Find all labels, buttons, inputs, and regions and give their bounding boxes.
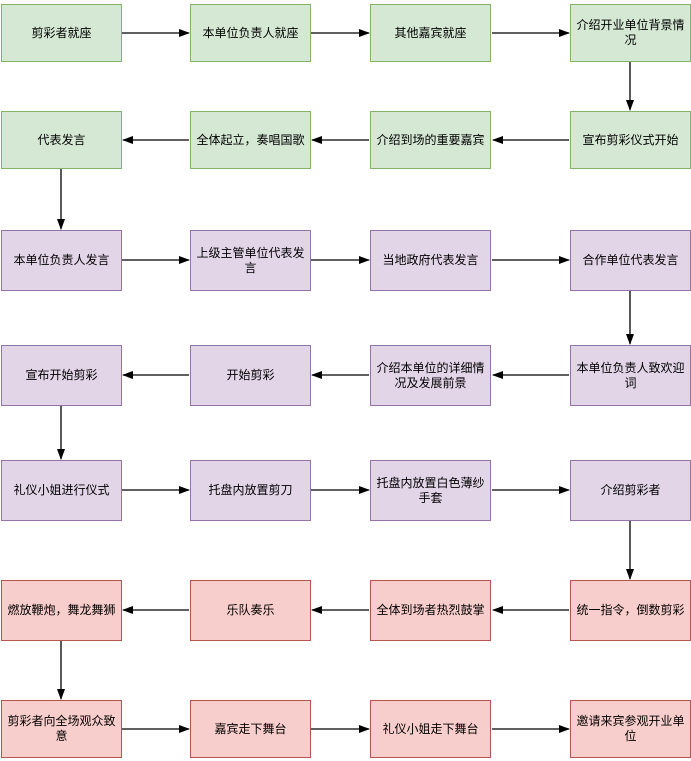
- flow-node[interactable]: 其他嘉宾就座: [370, 4, 491, 62]
- flow-node[interactable]: 介绍到场的重要嘉宾: [370, 111, 491, 169]
- flow-node[interactable]: 剪彩者就座: [1, 4, 122, 62]
- flow-node[interactable]: 介绍开业单位背景情况: [570, 4, 691, 62]
- flow-node[interactable]: 礼仪小姐走下舞台: [370, 700, 491, 758]
- flow-node[interactable]: 嘉宾走下舞台: [190, 700, 311, 758]
- flow-node[interactable]: 乐队奏乐: [190, 580, 311, 641]
- flow-node[interactable]: 本单位负责人发言: [1, 230, 122, 291]
- flow-node[interactable]: 当地政府代表发言: [370, 230, 491, 291]
- flow-node[interactable]: 介绍剪彩者: [570, 460, 691, 521]
- flow-node[interactable]: 礼仪小姐进行仪式: [1, 460, 122, 521]
- flow-node[interactable]: 本单位负责人就座: [190, 4, 311, 62]
- flow-node[interactable]: 燃放鞭炮，舞龙舞狮: [1, 580, 122, 641]
- flow-node[interactable]: 开始剪彩: [190, 345, 311, 406]
- flow-node[interactable]: 介绍本单位的详细情况及发展前景: [370, 345, 491, 406]
- flow-node[interactable]: 宣布开始剪彩: [1, 345, 122, 406]
- flow-node[interactable]: 全体起立，奏唱国歌: [190, 111, 311, 169]
- flow-node[interactable]: 邀请来宾参观开业单位: [570, 700, 691, 758]
- flow-node[interactable]: 剪彩者向全场观众致意: [1, 700, 122, 758]
- flow-node[interactable]: 统一指令，倒数剪彩: [570, 580, 691, 641]
- flow-node[interactable]: 托盘内放置剪刀: [190, 460, 311, 521]
- flow-node[interactable]: 全体到场者热烈鼓掌: [370, 580, 491, 641]
- flow-node[interactable]: 宣布剪彩仪式开始: [570, 111, 691, 169]
- flow-node[interactable]: 合作单位代表发言: [570, 230, 691, 291]
- flow-node[interactable]: 代表发言: [1, 111, 122, 169]
- flow-node[interactable]: 托盘内放置白色薄纱手套: [370, 460, 491, 521]
- flow-node[interactable]: 上级主管单位代表发言: [190, 230, 311, 291]
- flow-node[interactable]: 本单位负责人致欢迎词: [570, 345, 691, 406]
